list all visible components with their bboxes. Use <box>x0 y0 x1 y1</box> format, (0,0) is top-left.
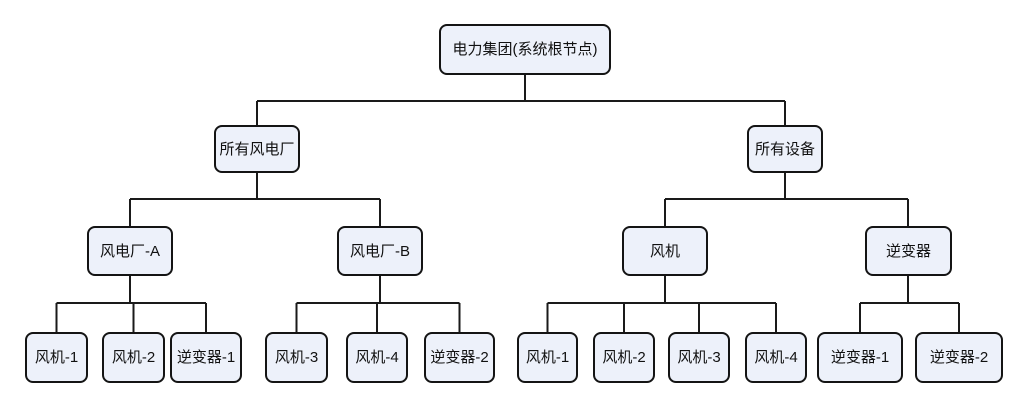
connector-wind-farm-b-to-children <box>295 276 461 332</box>
tree-node-inverters-inverter-2: 逆变器-2 <box>915 332 1003 383</box>
tree-node-all-wind-farms: 所有风电厂 <box>214 125 300 173</box>
connector-turbines-to-children <box>546 276 777 332</box>
tree-node-inverters-group: 逆变器 <box>865 226 952 276</box>
tree-node-farm-a-turbine-1: 风机-1 <box>25 332 88 383</box>
connector-all-devices-to-children <box>664 173 909 226</box>
tree-node-turbines-group: 风机 <box>622 226 708 276</box>
connector-root-to-level2 <box>256 75 786 125</box>
tree-node-wind-farm-a: 风电厂-A <box>87 226 173 276</box>
connector-wind-farm-a-to-children <box>55 276 207 332</box>
tree-node-farm-a-turbine-2: 风机-2 <box>102 332 165 383</box>
tree-node-turbines-turbine-1: 风机-1 <box>517 332 578 383</box>
tree-node-farm-a-inverter-1: 逆变器-1 <box>170 332 242 383</box>
tree-node-turbines-turbine-2: 风机-2 <box>593 332 655 383</box>
connector-inverters-to-children <box>859 276 960 332</box>
tree-node-turbines-turbine-4: 风机-4 <box>745 332 807 383</box>
tree-node-farm-b-turbine-4: 风机-4 <box>346 332 408 383</box>
tree-node-inverters-inverter-1: 逆变器-1 <box>817 332 903 383</box>
tree-node-wind-farm-b: 风电厂-B <box>337 226 423 276</box>
tree-node-farm-b-inverter-2: 逆变器-2 <box>424 332 495 383</box>
tree-node-turbines-turbine-3: 风机-3 <box>668 332 730 383</box>
connector-all-wind-farms-to-children <box>129 173 381 226</box>
tree-node-root: 电力集团(系统根节点) <box>439 24 611 75</box>
tree-node-farm-b-turbine-3: 风机-3 <box>265 332 328 383</box>
tree-node-all-devices: 所有设备 <box>747 125 823 173</box>
